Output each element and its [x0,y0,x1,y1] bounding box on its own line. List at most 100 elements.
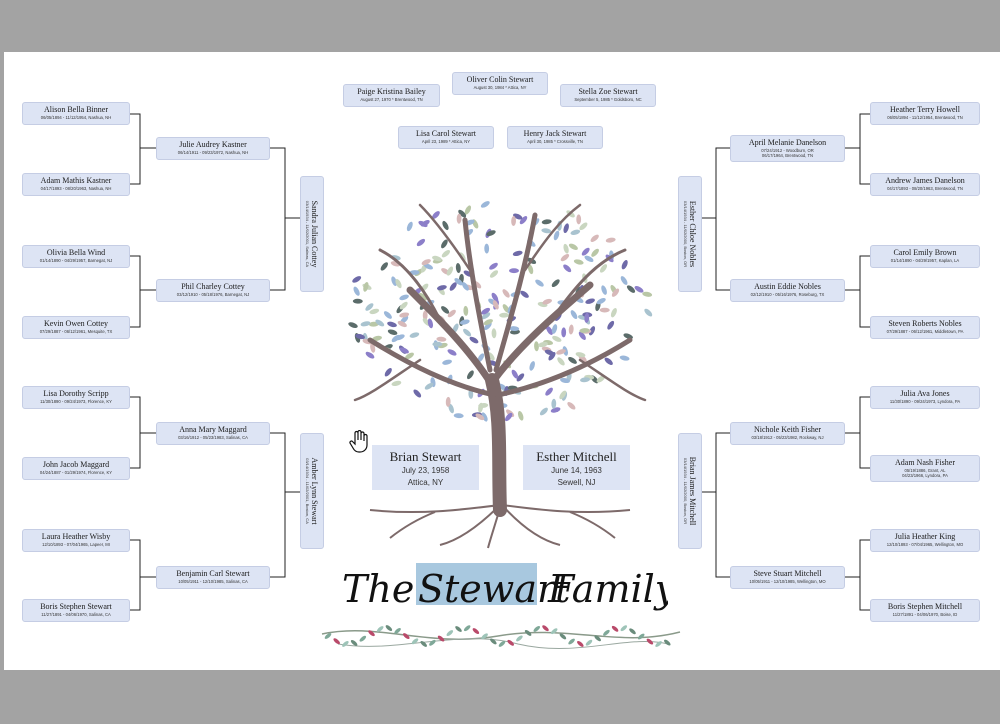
leaf [405,352,414,360]
leaf [504,412,513,422]
leaf [406,221,413,232]
leaf [352,276,362,283]
leaf [607,320,615,330]
vine-leaf [550,628,558,635]
leaf [610,308,617,318]
leaf [567,402,576,410]
leaf [448,403,454,414]
leaf [478,402,484,413]
leaf [634,286,644,293]
leaf [464,205,472,215]
leaf [534,341,539,352]
leaf [570,229,581,235]
vine-leaf [568,638,575,645]
leaf [360,321,371,327]
leaf [581,247,590,256]
leaf [397,320,407,328]
leaf [399,301,408,310]
vine-leaf [411,638,419,645]
leaf [560,253,570,262]
leaf [484,243,490,254]
leaf [449,282,457,291]
leaf [578,331,586,340]
leaf [365,351,375,359]
leaf [441,239,448,249]
leaf [626,285,636,293]
leaf [509,268,519,274]
leaf [499,312,510,318]
leaf [436,336,447,342]
vine-leaf [577,640,584,647]
leaf [355,333,366,340]
couple-card-esther: Esther Mitchell June 14, 1963 Sewell, NJ [523,445,630,490]
leaf [387,329,398,335]
leaf [492,300,499,310]
leaf [513,213,523,220]
leaf [456,213,462,224]
leaf [387,321,397,328]
leaf [409,332,420,338]
leaf [605,237,616,243]
vine-leaf [385,625,393,632]
leaf [348,322,358,328]
leaf [413,389,422,398]
leaf [556,349,566,355]
leaf [619,355,630,361]
leaf [519,216,528,225]
leaf [563,243,569,254]
leaf [432,341,443,347]
leaf [384,367,392,377]
leaf [437,285,447,291]
leaf [380,262,388,271]
vine-leaf [481,633,488,640]
leaf [599,307,610,313]
leaf [559,390,567,400]
leaf [509,326,520,332]
leaf [481,312,491,320]
vine-leaf [585,639,593,646]
leaf [491,292,499,302]
leaf [399,294,409,301]
leaf [511,369,519,379]
leaf [575,352,586,358]
leaf [445,396,451,407]
vine-leaf [498,640,506,647]
leaf [423,263,434,270]
vine-leaf [455,626,462,632]
leaf [601,285,607,295]
vine-leaf [446,630,454,637]
leaf [561,327,567,338]
leaf [596,297,606,305]
leaf [353,286,360,296]
leaf [560,377,570,384]
leaf [491,328,497,339]
leaf [580,377,590,383]
leaf [538,341,548,348]
vine-leaf [403,633,410,640]
leaf [442,359,452,365]
vine-leaf [376,626,384,632]
leaf [424,382,434,390]
leaf [551,279,560,288]
leaf [442,220,449,231]
leaf [441,249,451,258]
vine-leaf [342,640,349,647]
leaf [418,292,427,301]
leaf [383,311,392,319]
vine-decoration [321,625,681,650]
leaf [551,324,558,334]
leaf [539,407,548,416]
leaf [604,357,613,365]
leaf [584,255,594,263]
leaf [644,308,653,317]
leaf [535,279,544,287]
